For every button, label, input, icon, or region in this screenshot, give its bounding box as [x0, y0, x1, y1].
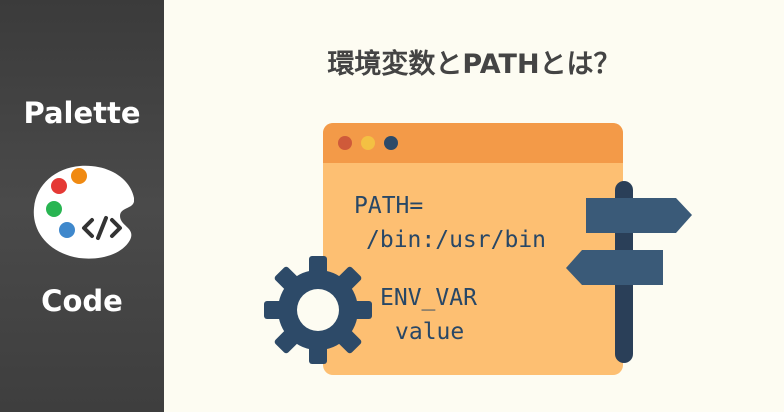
code-path-value: /bin:/usr/bin [366, 227, 547, 253]
window-titlebar [323, 123, 623, 163]
maximize-dot-icon [384, 136, 398, 150]
code-path: PATH= [354, 193, 424, 219]
page-title: 環境変数とPATHとは？ [327, 49, 621, 80]
minimize-dot-icon [361, 136, 375, 150]
palette-logo-icon [33, 165, 134, 259]
sidebar: Palette Code [0, 0, 164, 412]
code-env-var: ENV_VAR [380, 285, 477, 311]
brand-top: Palette [23, 96, 141, 130]
gear-icon [264, 256, 372, 364]
close-dot-icon [338, 136, 352, 150]
code-env-value: value [395, 319, 465, 345]
terminal-window: PATH= /bin:/usr/bin ENV_VAR value [323, 123, 623, 375]
brand-bottom: Code [41, 284, 123, 318]
signpost-icon [566, 181, 692, 363]
